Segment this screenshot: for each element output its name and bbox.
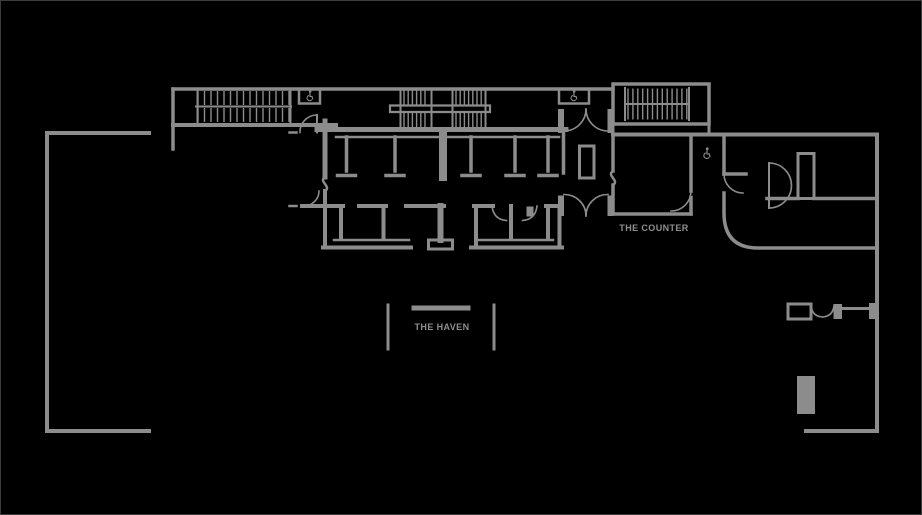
entrance-vestibule xyxy=(558,108,613,217)
haven-label: THE HAVEN xyxy=(414,322,470,332)
accessibility-icon-east xyxy=(703,147,711,160)
accessibility-icon-northwest xyxy=(306,90,314,102)
staircase-north-center xyxy=(388,88,492,129)
hall-doorways xyxy=(288,114,320,208)
counter-label: THE COUNTER xyxy=(619,223,689,233)
north-wall xyxy=(171,87,615,151)
east-wing xyxy=(611,132,879,433)
toilet-block xyxy=(300,118,569,251)
accessible-wc-room xyxy=(722,132,748,194)
haven-area-walls xyxy=(386,303,496,351)
accessibility-icon-center xyxy=(570,90,578,102)
stair-tread-hatching xyxy=(197,88,688,127)
accessible-box-center xyxy=(557,87,591,105)
counter-room xyxy=(609,132,693,216)
accessible-box-northwest xyxy=(297,87,322,105)
great-hall-walls xyxy=(45,131,151,433)
